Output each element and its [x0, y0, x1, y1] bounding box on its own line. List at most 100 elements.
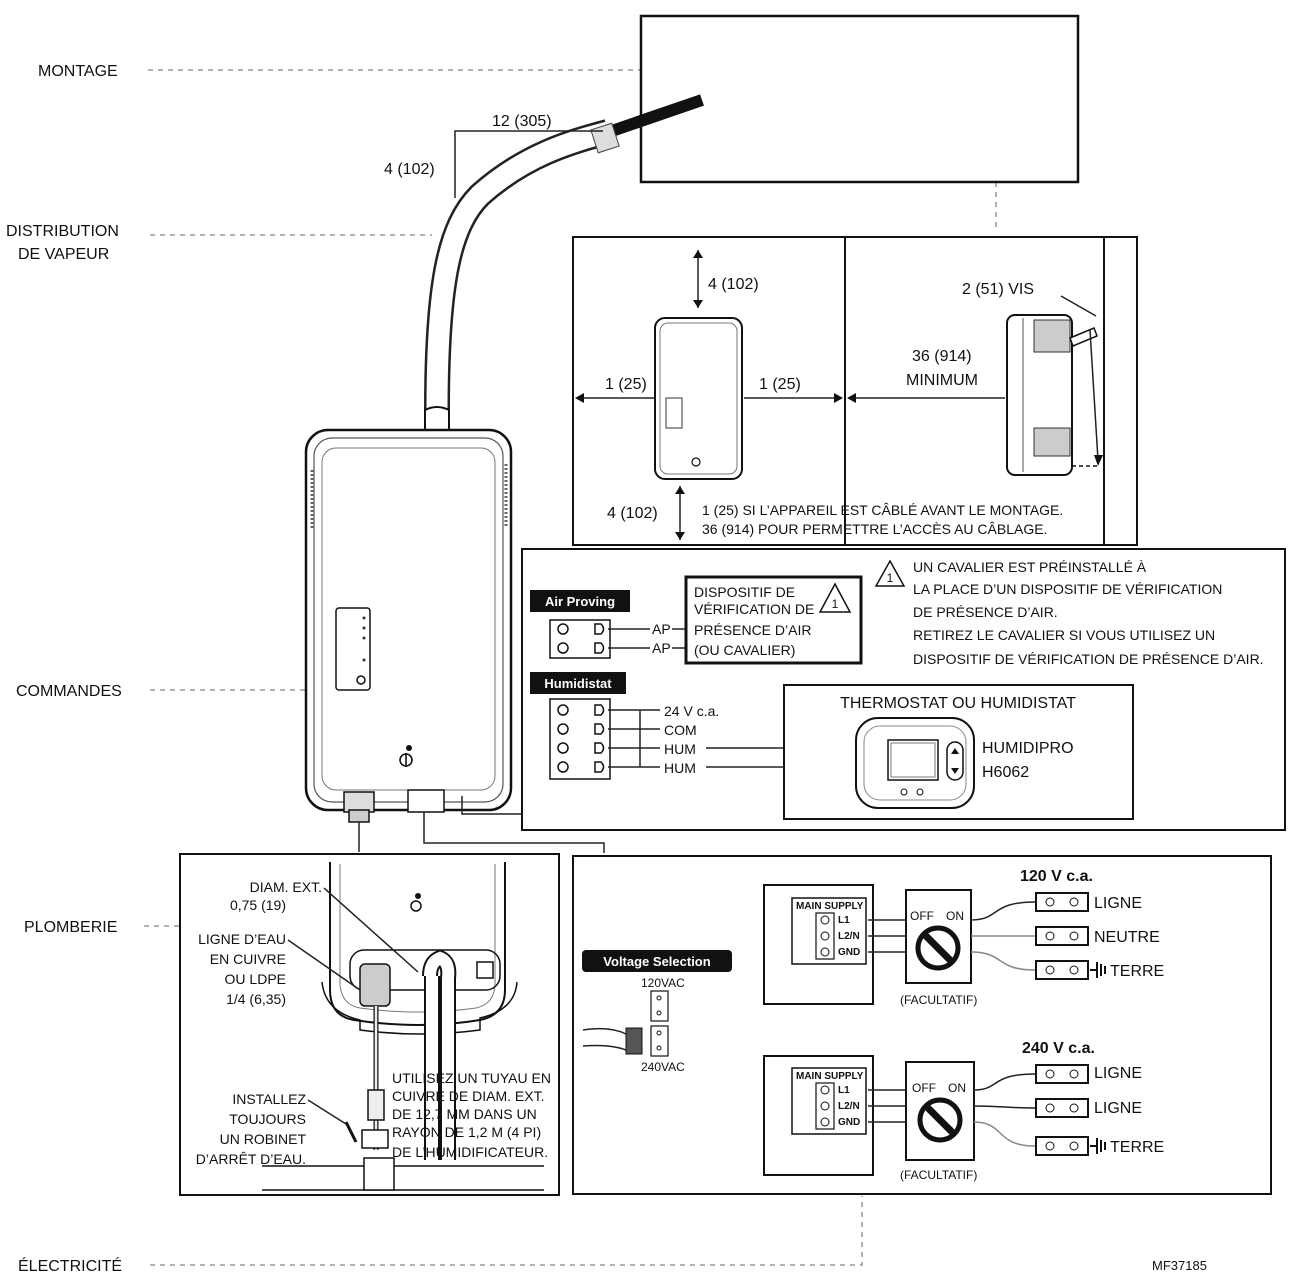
- plumb-diam-1: DIAM. EXT.: [250, 879, 322, 895]
- plumb-valve-3: UN ROBINET: [220, 1131, 307, 1147]
- duct-box: [639, 14, 1080, 184]
- device-warning-number: 1: [832, 597, 839, 611]
- plumb-line-2: EN CUIVRE: [210, 951, 286, 967]
- clearance-screws: 2 (51) VIS: [962, 281, 1034, 298]
- section-label-plomberie: PLOMBERIE: [24, 919, 117, 936]
- section-label-electricite: ÉLECTRICITÉ: [18, 1256, 122, 1275]
- switch-off-240: OFF: [912, 1081, 936, 1095]
- plumb-line-3: OU LDPE: [225, 971, 286, 987]
- term-gnd-240: GND: [838, 1117, 860, 1128]
- terminal-hum-1: HUM: [664, 741, 696, 757]
- plumb-diam-2: 0,75 (19): [230, 897, 286, 913]
- humidistat-label: Humidistat: [544, 676, 612, 691]
- section-label-distribution-1: DISTRIBUTION: [6, 223, 119, 240]
- plumb-pipe-1: UTILISEZ UN TUYAU EN: [392, 1070, 551, 1086]
- warning-triangle-icon: [818, 582, 852, 613]
- ground-icon: [1090, 1138, 1106, 1154]
- plumb-valve-4: D’ARRÊT D’EAU.: [196, 1151, 306, 1167]
- thermostat-device: [855, 717, 975, 809]
- terminal-ap-1: AP: [652, 621, 671, 637]
- clearance-right: 1 (25): [759, 376, 801, 393]
- term-l2n-120: L2/N: [838, 931, 860, 942]
- switch-off-120: OFF: [910, 909, 934, 923]
- humidifier-unit: [304, 406, 605, 853]
- main-supply-label-240: MAIN SUPPLY: [796, 1071, 864, 1082]
- controls-panel: Air Proving AP AP DISPOSITIF DE VÉRIFICA…: [521, 548, 1286, 831]
- term-l1-120: L1: [838, 915, 850, 926]
- voltage-selection-label: Voltage Selection: [603, 954, 710, 969]
- plumb-line-4: 1/4 (6,35): [226, 991, 286, 1007]
- clearance-note-1: 1 (25) SI L’APPAREIL EST CÂBLÉ AVANT LE …: [702, 502, 1063, 518]
- plumb-pipe-3: DE 12,7 MM DANS UN: [392, 1106, 537, 1122]
- wire-ligne-240-1: LIGNE: [1094, 1065, 1142, 1082]
- clearance-panel: 4 (102) 1 (25) 1 (25) 36 (914) MINIMUM 4…: [572, 236, 1138, 546]
- plumb-pipe-2: CUIVRE DE DIAM. EXT.: [392, 1088, 544, 1104]
- clearance-min-label: MINIMUM: [906, 372, 978, 389]
- steam-dim-horizontal: 12 (305): [492, 113, 552, 130]
- wire-ligne-240-2: LIGNE: [1094, 1100, 1142, 1117]
- section-label-commandes: COMMANDES: [16, 683, 122, 700]
- optional-120: (FACULTATIF): [900, 993, 977, 1007]
- leader-montage: [148, 69, 997, 232]
- dimension-lines-steam: [454, 130, 603, 198]
- optional-240: (FACULTATIF): [900, 1168, 977, 1182]
- plumb-valve-1: INSTALLEZ: [232, 1091, 306, 1107]
- electrical-panel: Voltage Selection 120VAC 240VAC 120 V c.…: [572, 855, 1272, 1195]
- section-labels: MONTAGE DISTRIBUTION DE VAPEUR COMMANDES…: [6, 63, 997, 1275]
- leader-electricite: [150, 1196, 863, 1266]
- unit-control-panel: [335, 607, 371, 691]
- warning-text-2: LA PLACE D’UN DISPOSITIF DE VÉRIFICATION: [913, 581, 1222, 597]
- thermostat-model-2: H6062: [982, 764, 1029, 781]
- warning-text-4: RETIREZ LE CAVALIER SI VOUS UTILISEZ UN: [913, 627, 1215, 643]
- voltage-120vac: 120VAC: [641, 976, 685, 990]
- plumb-line-1: LIGNE D’EAU: [198, 931, 286, 947]
- air-proving-label: Air Proving: [545, 594, 615, 609]
- wire-terre-120: TERRE: [1110, 963, 1164, 980]
- clearance-left: 1 (25): [605, 376, 647, 393]
- head-120v: 120 V c.a.: [1020, 868, 1093, 885]
- term-l1-240: L1: [838, 1085, 850, 1096]
- terminal-hum-2: HUM: [664, 760, 696, 776]
- figure-id: MF37185: [1152, 1258, 1207, 1273]
- section-label-distribution-2: DE VAPEUR: [18, 246, 109, 263]
- clearance-top: 4 (102): [708, 276, 759, 293]
- terminal-24v: 24 V c.a.: [664, 703, 719, 719]
- voltage-240vac: 240VAC: [641, 1060, 685, 1074]
- switch-on-120: ON: [946, 909, 964, 923]
- warning-text-1: UN CAVALIER EST PRÉINSTALLÉ À: [913, 559, 1147, 575]
- clearance-bottom: 4 (102): [607, 505, 658, 522]
- warning-number: 1: [887, 571, 894, 585]
- unit-side-view: [1006, 314, 1100, 476]
- steam-nozzle: [604, 94, 704, 139]
- device-label-2: VÉRIFICATION DE: [694, 601, 814, 617]
- clearance-min-value: 36 (914): [912, 348, 972, 365]
- head-240v: 240 V c.a.: [1022, 1040, 1095, 1057]
- main-supply-label-120: MAIN SUPPLY: [796, 901, 864, 912]
- steam-dim-vertical: 4 (102): [384, 161, 435, 178]
- section-label-montage: MONTAGE: [38, 63, 118, 80]
- term-gnd-120: GND: [838, 947, 860, 958]
- thermostat-title: THERMOSTAT OU HUMIDISTAT: [840, 695, 1076, 712]
- thermostat-model-1: HUMIDIPRO: [982, 740, 1074, 757]
- steam-hose: 12 (305) 4 (102): [384, 94, 704, 411]
- warning-text-5: DISPOSITIF DE VÉRIFICATION DE PRÉSENCE D…: [913, 651, 1264, 667]
- warning-text-3: DE PRÉSENCE D’AIR.: [913, 604, 1058, 620]
- ground-icon: [1090, 962, 1106, 978]
- wire-to-controls: [461, 796, 522, 815]
- device-label-3: PRÉSENCE D’AIR: [694, 622, 811, 638]
- plumb-valve-2: TOUJOURS: [229, 1111, 306, 1127]
- unit-logo-icon: [399, 745, 413, 767]
- plumb-pipe-4: RAYON DE 1,2 M (4 PI): [392, 1124, 541, 1140]
- wire-neutre-120: NEUTRE: [1094, 929, 1160, 946]
- plumbing-panel: DIAM. EXT. 0,75 (19) LIGNE D’EAU EN CUIV…: [179, 853, 560, 1196]
- wire-terre-240: TERRE: [1110, 1139, 1164, 1156]
- plumb-pipe-5: DE L’HUMIDIFICATEUR.: [392, 1144, 548, 1160]
- switch-on-240: ON: [948, 1081, 966, 1095]
- wire-ligne-120: LIGNE: [1094, 895, 1142, 912]
- device-label-1: DISPOSITIF DE: [694, 584, 795, 600]
- terminal-ap-2: AP: [652, 640, 671, 656]
- clearance-note-2: 36 (914) POUR PERMETTRE L’ACCÈS AU CÂBLA…: [702, 521, 1047, 537]
- device-label-4: (OU CAVALIER): [694, 642, 795, 658]
- wire-to-electrical: [423, 812, 605, 853]
